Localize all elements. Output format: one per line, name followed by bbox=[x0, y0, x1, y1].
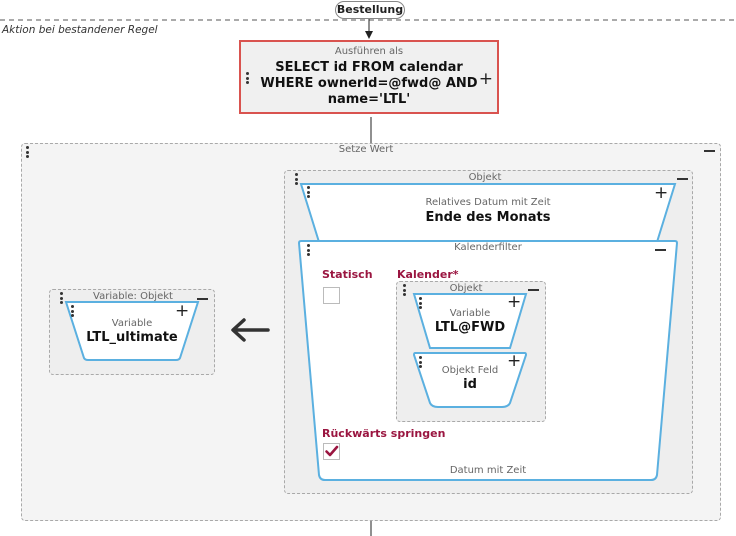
collapse-icon[interactable] bbox=[528, 289, 539, 291]
drag-handle-icon[interactable] bbox=[26, 146, 30, 160]
execute-as-title: Ausführen als bbox=[334, 46, 404, 57]
backwards-checkbox[interactable] bbox=[323, 443, 340, 460]
inner-objekt-title: Objekt bbox=[449, 283, 483, 294]
add-icon[interactable]: + bbox=[478, 69, 493, 89]
execute-as-line-3: name='LTL' bbox=[327, 92, 411, 107]
arrow-left-icon bbox=[231, 318, 270, 342]
object-field-value: id bbox=[463, 377, 477, 392]
static-label: Statisch bbox=[322, 268, 373, 281]
start-pill[interactable]: Bestellung bbox=[335, 1, 405, 19]
variable-block-shape[interactable] bbox=[64, 300, 200, 362]
objekt-title: Objekt bbox=[468, 172, 502, 183]
drag-handle-icon[interactable] bbox=[419, 356, 423, 370]
variable-object-title: Variable: Objekt bbox=[93, 291, 173, 302]
drag-handle-icon[interactable] bbox=[60, 292, 64, 306]
relative-date-title: Relatives Datum mit Zeit bbox=[425, 197, 551, 208]
collapse-icon[interactable] bbox=[197, 298, 208, 300]
drag-handle-icon[interactable] bbox=[71, 305, 75, 319]
inner-variable-value: LTL@FWD bbox=[434, 320, 506, 335]
object-field-shape[interactable] bbox=[412, 351, 528, 409]
static-checkbox[interactable] bbox=[323, 287, 340, 304]
calendar-filter-footer: Datum mit Zeit bbox=[449, 465, 527, 476]
drag-handle-icon[interactable] bbox=[295, 173, 299, 187]
add-icon[interactable]: + bbox=[507, 351, 522, 371]
drag-handle-icon[interactable] bbox=[307, 186, 311, 200]
variable-block-title: Variable bbox=[111, 318, 153, 329]
add-icon[interactable]: + bbox=[507, 292, 522, 312]
section-label: Aktion bei bestandener Regel bbox=[2, 24, 158, 36]
collapse-icon[interactable] bbox=[704, 150, 715, 152]
backwards-label: Rückwärts springen bbox=[322, 427, 446, 440]
execute-as-block[interactable]: Ausführen als SELECT id FROM calendar WH… bbox=[239, 40, 499, 114]
calendar-filter-title: Kalenderfilter bbox=[454, 242, 522, 253]
drag-handle-icon[interactable] bbox=[307, 244, 311, 258]
collapse-icon[interactable] bbox=[677, 178, 688, 180]
inner-variable-shape[interactable] bbox=[412, 292, 528, 350]
drag-handle-icon[interactable] bbox=[246, 72, 250, 86]
add-icon[interactable]: + bbox=[175, 301, 190, 321]
object-field-title: Objekt Feld bbox=[441, 365, 499, 376]
collapse-icon[interactable] bbox=[655, 249, 666, 251]
variable-block-value: LTL_ultimate bbox=[86, 330, 178, 345]
inner-variable-title: Variable bbox=[449, 308, 491, 319]
drag-handle-icon[interactable] bbox=[403, 284, 407, 298]
checkmark-icon bbox=[325, 445, 339, 457]
start-pill-label: Bestellung bbox=[336, 3, 404, 16]
set-value-title: Setze Wert bbox=[322, 144, 410, 155]
add-icon[interactable]: + bbox=[654, 183, 669, 203]
execute-as-line-2: WHERE ownerId=@fwd@ AND bbox=[260, 76, 478, 91]
drag-handle-icon[interactable] bbox=[419, 297, 423, 311]
relative-date-value: Ende des Monats bbox=[425, 210, 551, 225]
calendar-label: Kalender* bbox=[397, 268, 459, 281]
execute-as-line-1: SELECT id FROM calendar bbox=[275, 60, 463, 75]
